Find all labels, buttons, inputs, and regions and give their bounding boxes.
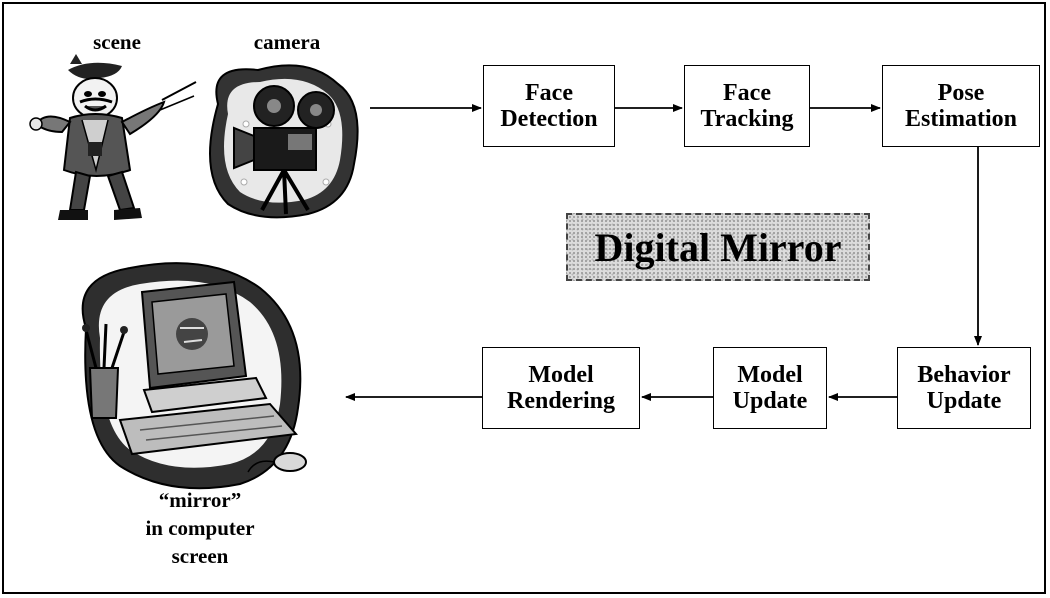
- model-rendering-line-2: Rendering: [507, 388, 615, 414]
- camera-label: camera: [253, 30, 321, 54]
- pose-estimation-line-2: Estimation: [904, 106, 1017, 132]
- model-update-line-1: Model: [737, 362, 803, 388]
- mirror-caption-line-3: screen: [171, 544, 229, 568]
- face-tracking-line-1: Face: [723, 80, 771, 106]
- digital-mirror-title-box: Digital Mirror: [566, 213, 870, 281]
- model-update-line-2: Update: [732, 388, 808, 414]
- mirror-caption-line-1: “mirror”: [158, 488, 242, 512]
- face-detection-line-1: Face: [525, 80, 573, 106]
- behavior-update-line-2: Update: [926, 388, 1002, 414]
- pose-estimation-line-1: Pose: [937, 80, 985, 106]
- face-tracking-line-2: Tracking: [700, 106, 794, 132]
- face-detection-line-2: Detection: [500, 106, 598, 132]
- scene-label: scene: [93, 30, 141, 54]
- mirror-caption-line-2: in computer: [145, 516, 255, 540]
- behavior-update-line-1: Behavior: [917, 362, 1011, 388]
- model-rendering-line-1: Model: [528, 362, 594, 388]
- digital-mirror-title: Digital Mirror: [594, 224, 842, 270]
